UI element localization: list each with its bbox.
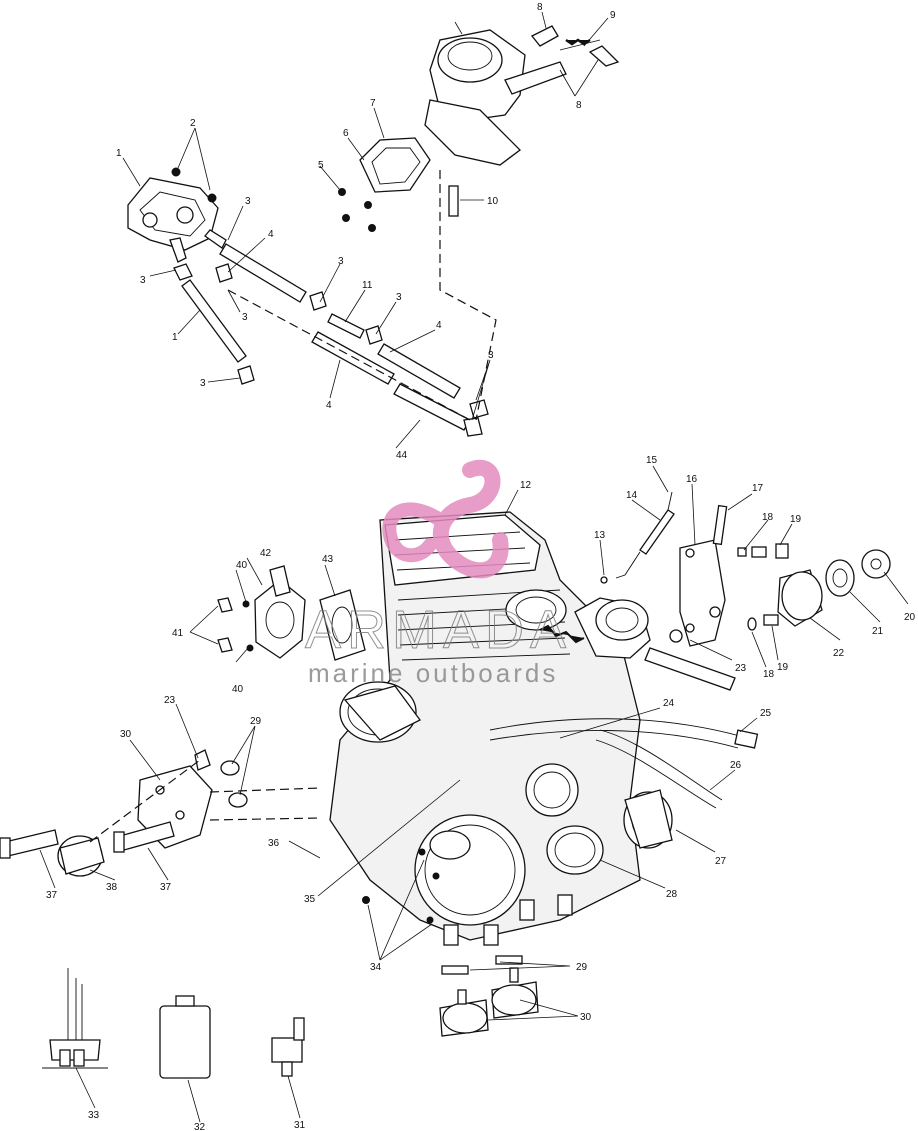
callout-3: 3 <box>200 378 206 389</box>
callout-3: 3 <box>338 256 344 267</box>
callout-29: 29 <box>576 962 588 973</box>
callout-26: 26 <box>730 760 742 771</box>
callout-4: 4 <box>268 229 274 240</box>
callout-30: 30 <box>580 1012 592 1023</box>
air-filter-parts <box>777 549 891 627</box>
callout-19: 19 <box>777 662 789 673</box>
callout-2: 2 <box>190 118 196 129</box>
callout-18: 18 <box>762 512 774 523</box>
engine-block <box>329 511 673 946</box>
callout-17: 17 <box>752 483 764 494</box>
exhaust-manifold-left <box>217 565 366 661</box>
watermark: ARMADA marine outboards <box>305 460 572 688</box>
callout-40: 40 <box>232 684 244 695</box>
callout-36: 36 <box>268 838 280 849</box>
watermark-tagline: marine outboards <box>308 658 558 688</box>
callout-20: 20 <box>904 612 916 623</box>
callout-24: 24 <box>663 698 675 709</box>
callout-3: 3 <box>396 292 402 303</box>
throttle-bracket <box>600 491 789 647</box>
callout-3: 3 <box>140 275 146 286</box>
callout-3: 3 <box>488 350 494 361</box>
callout-labels: 1 2 3 4 3 1 3 3 3 11 3 4 4 3 44 5 6 7 10… <box>46 2 916 1131</box>
callout-28: 28 <box>666 889 678 900</box>
callout-33: 33 <box>88 1110 100 1121</box>
callout-8: 8 <box>537 2 543 13</box>
callout-25: 25 <box>760 708 772 719</box>
callout-1: 1 <box>116 148 122 159</box>
sensor-31 <box>271 1017 305 1077</box>
callout-31: 31 <box>294 1120 306 1131</box>
fuel-lines <box>173 170 497 437</box>
callout-27: 27 <box>715 856 727 867</box>
callout-38: 38 <box>106 882 118 893</box>
sensor-33 <box>42 968 108 1069</box>
callout-10: 10 <box>487 196 499 207</box>
engine-mounts-bottom <box>439 955 539 1037</box>
fuel-pump-assembly <box>127 167 227 263</box>
callout-37: 37 <box>160 882 172 893</box>
callout-34: 34 <box>370 962 382 973</box>
callout-21: 21 <box>872 626 884 637</box>
callout-29: 29 <box>250 716 262 727</box>
callout-32: 32 <box>194 1122 206 1131</box>
callout-19: 19 <box>790 514 802 525</box>
callout-37: 37 <box>46 890 58 901</box>
module-32 <box>159 995 211 1079</box>
callout-42: 42 <box>260 548 272 559</box>
callout-30: 30 <box>120 729 132 740</box>
intake-and-carb-right <box>505 589 736 691</box>
hoses-right <box>489 718 759 809</box>
callout-22: 22 <box>833 648 845 659</box>
callout-44: 44 <box>396 450 408 461</box>
watermark-brand: ARMADA <box>305 600 572 660</box>
callout-12: 12 <box>520 480 532 491</box>
callout-8: 8 <box>576 100 582 111</box>
callout-3: 3 <box>245 196 251 207</box>
callout-4: 4 <box>326 400 332 411</box>
callout-41: 41 <box>172 628 184 639</box>
callout-16: 16 <box>686 474 698 485</box>
mount-bracket-left <box>0 749 321 877</box>
callout-9: 9 <box>610 10 616 21</box>
callout-23: 23 <box>735 663 747 674</box>
callout-11: 11 <box>362 280 373 291</box>
callout-3: 3 <box>242 312 248 323</box>
callout-1: 1 <box>172 332 178 343</box>
callout-14: 14 <box>626 490 638 501</box>
callout-18: 18 <box>763 669 775 680</box>
callout-43: 43 <box>322 554 334 565</box>
leader-lines <box>39 11 909 1123</box>
callout-13: 13 <box>594 530 606 541</box>
callout-40: 40 <box>236 560 248 571</box>
callout-15: 15 <box>646 455 658 466</box>
callout-6: 6 <box>343 128 349 139</box>
callout-23: 23 <box>164 695 176 706</box>
callout-35: 35 <box>304 894 316 905</box>
carburetor-top <box>338 25 620 232</box>
brand-logo <box>382 460 509 579</box>
callout-5: 5 <box>318 160 324 171</box>
callout-7: 7 <box>370 98 376 109</box>
callout-4: 4 <box>436 320 442 331</box>
